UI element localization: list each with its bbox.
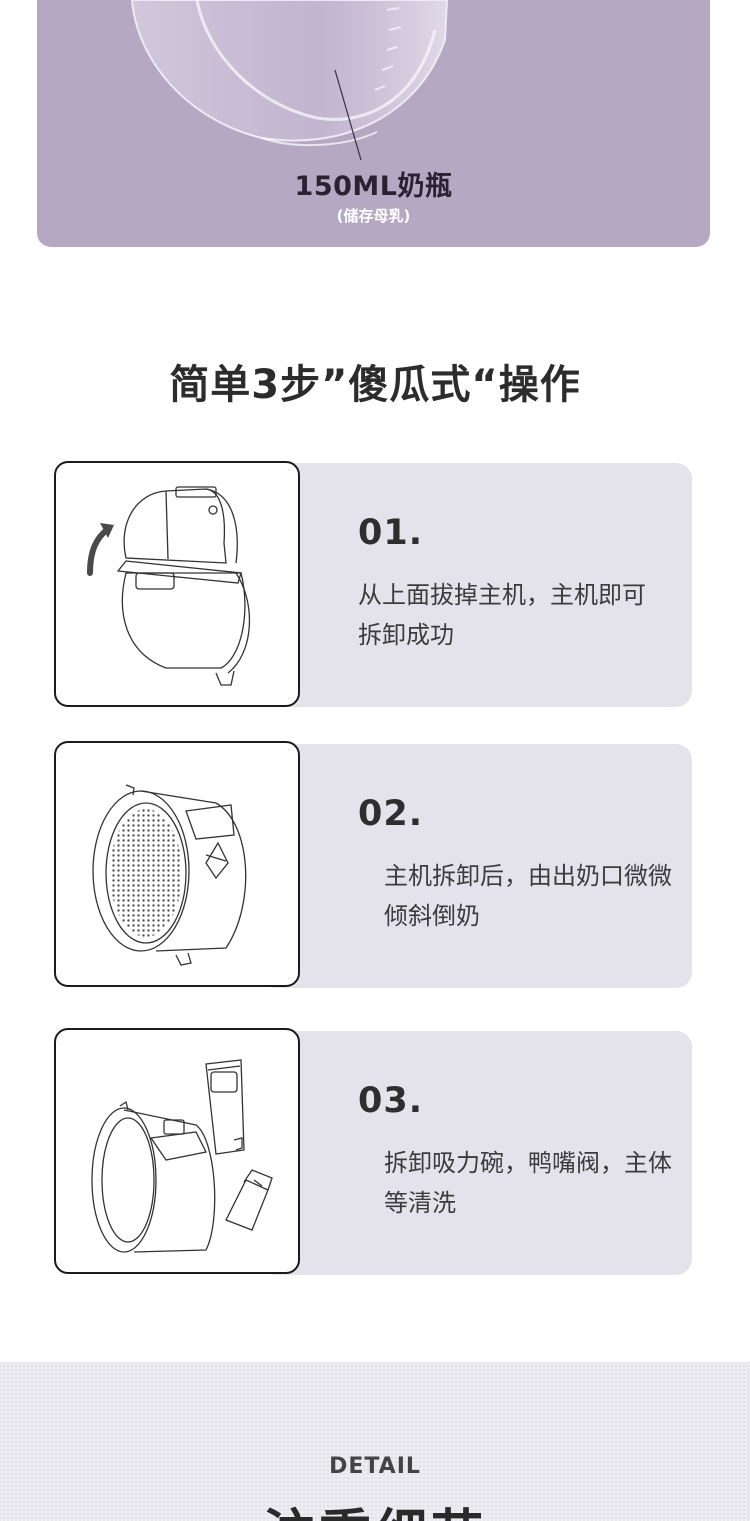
step-number: 01. [358, 513, 424, 553]
detail-band: DETAIL 注重细节 [0, 1362, 750, 1521]
step-number: 03. [358, 1081, 424, 1121]
disassemble-illustration [91, 1059, 273, 1253]
pour-milk-illustration [92, 784, 247, 966]
bottle-label: 150ML奶瓶 [294, 171, 453, 202]
step-text: 从上面拔掉主机，主机即可拆卸成功 [358, 581, 646, 649]
pump-lift-illustration [87, 486, 251, 686]
step-image-3 [54, 1028, 300, 1274]
section-title: 简单3步”傻瓜式“操作 [169, 362, 581, 408]
step-card-3: 03. 拆卸吸力碗，鸭嘴阀，主体等清洗 [260, 1031, 692, 1275]
detail-label: DETAIL [329, 1454, 421, 1479]
detail-title: 注重细节 [0, 1492, 750, 1521]
step-image-2 [54, 741, 300, 987]
step-number: 02. [358, 794, 424, 834]
step-text: 拆卸吸力碗，鸭嘴阀，主体等清洗 [384, 1149, 672, 1217]
bottle-sublabel: (储存母乳) [336, 207, 411, 225]
step-image-1 [54, 461, 300, 707]
bottle-illustration [130, 0, 449, 161]
bottle-panel: 150ML奶瓶 (储存母乳) [37, 0, 710, 247]
step-card-1: 01. 从上面拔掉主机，主机即可拆卸成功 [260, 463, 692, 707]
step-text: 主机拆卸后，由出奶口微微倾斜倒奶 [384, 862, 672, 930]
step-card-2: 02. 主机拆卸后，由出奶口微微倾斜倒奶 [260, 744, 692, 988]
